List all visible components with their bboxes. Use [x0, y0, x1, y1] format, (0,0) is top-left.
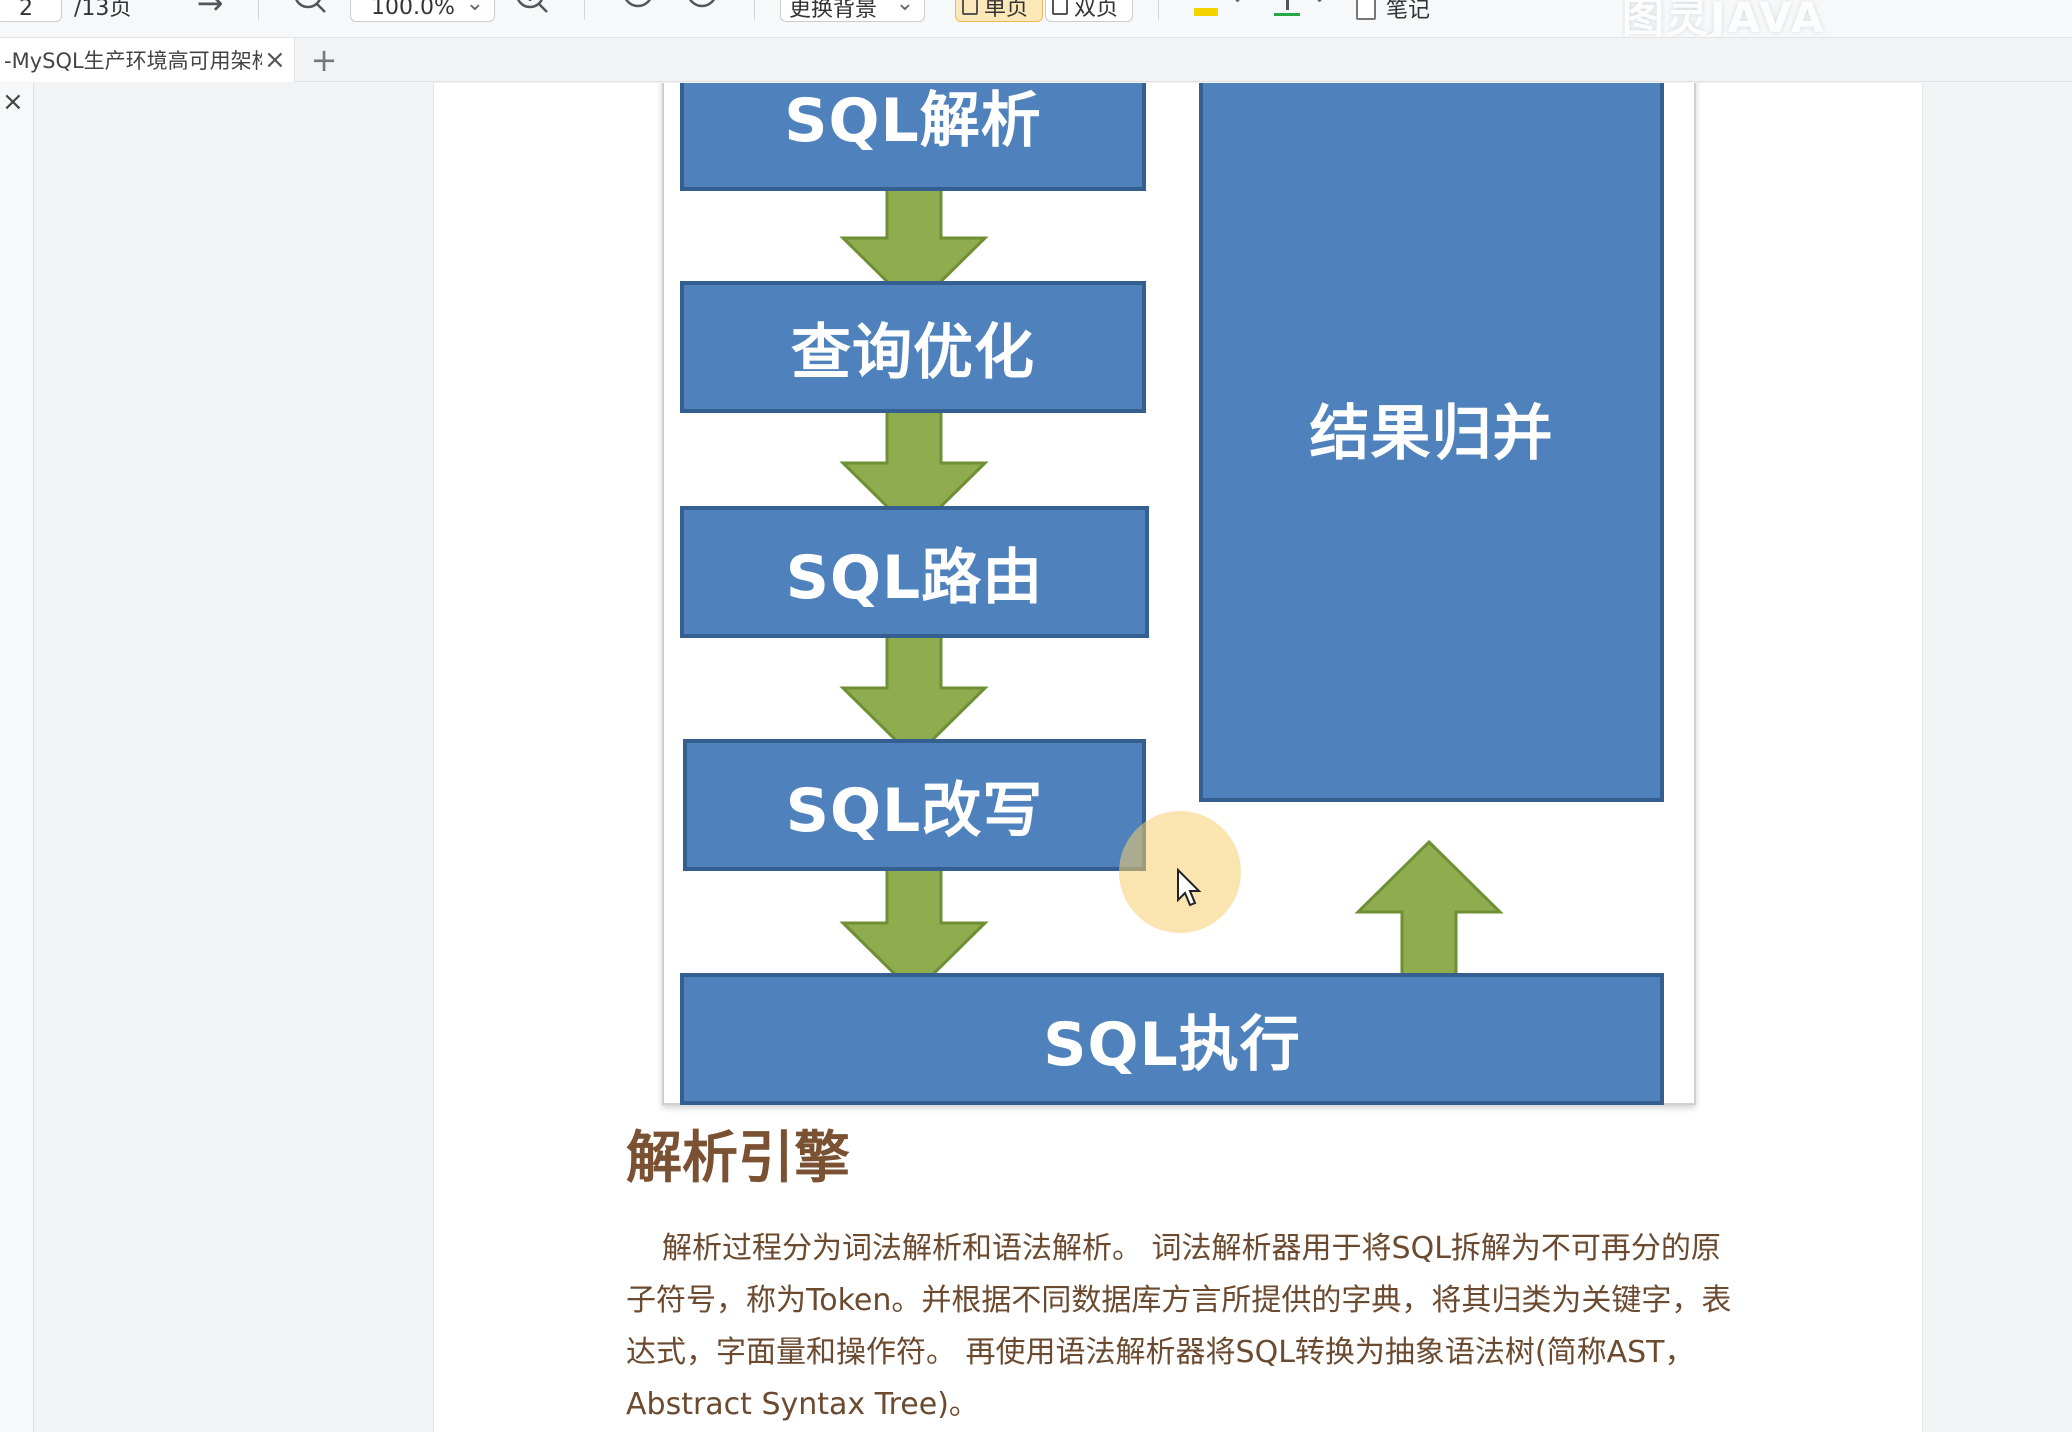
single-page-icon [962, 0, 978, 15]
page-number-input[interactable]: 2 [0, 0, 62, 22]
highlighter-icon[interactable] [1190, 0, 1224, 20]
step-sql-rewrite: SQL改写 [683, 739, 1146, 871]
underline-icon[interactable] [1270, 0, 1304, 20]
double-page-icon [1052, 0, 1068, 15]
step-sql-route: SQL路由 [680, 506, 1149, 638]
step-label: 结果归并 [1309, 399, 1554, 469]
document-page: SQL解析 查询优化 SQL路由 SQL改写 SQL执行 结果归并 解析引擎 解… [433, 83, 1923, 1432]
single-page-button[interactable]: 单页 [955, 0, 1043, 22]
tab-document[interactable]: -MySQL生产环境高可用架构 × [0, 38, 295, 82]
toolbar-divider [754, 0, 755, 20]
section-paragraph: 解析过程分为词法解析和语法解析。 词法解析器用于将SQL拆解为不可再分的原子符号… [626, 1223, 1746, 1431]
zoom-in-icon[interactable] [512, 0, 552, 18]
chevron-down-icon[interactable]: ⌄ [1230, 0, 1245, 7]
document-viewport[interactable]: SQL解析 查询优化 SQL路由 SQL改写 SQL执行 结果归并 解析引擎 解… [35, 83, 2072, 1432]
double-page-label: 双页 [1074, 0, 1119, 21]
sql-flow-diagram: SQL解析 查询优化 SQL路由 SQL改写 SQL执行 结果归并 [662, 83, 1696, 1105]
toolbar-divider [258, 0, 259, 20]
page-total-label: /13页 [74, 0, 132, 21]
step-label: SQL解析 [784, 86, 1042, 156]
left-panel: × [0, 83, 34, 1432]
tab-title: -MySQL生产环境高可用架构 [4, 49, 262, 73]
step-label: 查询优化 [791, 317, 1035, 388]
change-background-label: 更换背景 [789, 0, 878, 22]
zoom-value: 100.0% [371, 0, 455, 20]
single-page-label: 单页 [984, 0, 1029, 21]
note-icon [1356, 0, 1376, 20]
chevron-down-icon[interactable]: ⌄ [1312, 0, 1327, 7]
toolbar-divider [1158, 0, 1159, 20]
rotate-right-icon[interactable] [682, 0, 722, 18]
toolbar: 2 /13页 → 100.0% ⌄ 更换背景 ⌄ 单页 双页 ⌄ ⌄ 笔记 图灵… [0, 0, 2072, 38]
toolbar-divider [584, 0, 585, 20]
zoom-select[interactable]: 100.0% ⌄ [350, 0, 495, 22]
section-heading: 解析引擎 [626, 1126, 850, 1191]
step-label: SQL路由 [785, 542, 1044, 613]
close-panel-icon[interactable]: × [2, 87, 24, 117]
highlight-color-swatch [1194, 8, 1218, 16]
underline-stem [1286, 0, 1289, 10]
close-tab-icon[interactable]: × [264, 45, 286, 75]
add-tab-icon[interactable]: + [310, 41, 338, 79]
tab-bar: -MySQL生产环境高可用架构 × + [0, 38, 2072, 82]
chevron-down-icon: ⌄ [895, 0, 914, 16]
mouse-cursor-icon [1177, 868, 1202, 907]
step-label: SQL执行 [1043, 1009, 1301, 1080]
watermark-logo: 图灵JAVA [1622, 0, 1826, 36]
double-page-button[interactable]: 双页 [1045, 0, 1133, 22]
change-background-select[interactable]: 更换背景 ⌄ [780, 0, 925, 22]
zoom-out-icon[interactable] [290, 0, 330, 18]
step-sql-parse: SQL解析 [680, 83, 1146, 191]
step-result-merge: 结果归并 [1199, 83, 1664, 802]
step-label: SQL改写 [785, 775, 1044, 846]
step-query-optimize: 查询优化 [680, 281, 1146, 413]
note-label: 笔记 [1386, 0, 1431, 23]
step-sql-execute: SQL执行 [680, 973, 1664, 1105]
rotate-left-icon[interactable] [618, 0, 658, 18]
underline-color-swatch [1274, 13, 1300, 16]
note-button[interactable]: 笔记 [1356, 0, 1430, 24]
next-page-arrow-icon[interactable]: → [196, 0, 224, 22]
paragraph-text: 解析过程分为词法解析和语法解析。 词法解析器用于将SQL拆解为不可再分的原子符号… [626, 1231, 1732, 1422]
chevron-down-icon: ⌄ [465, 0, 484, 16]
